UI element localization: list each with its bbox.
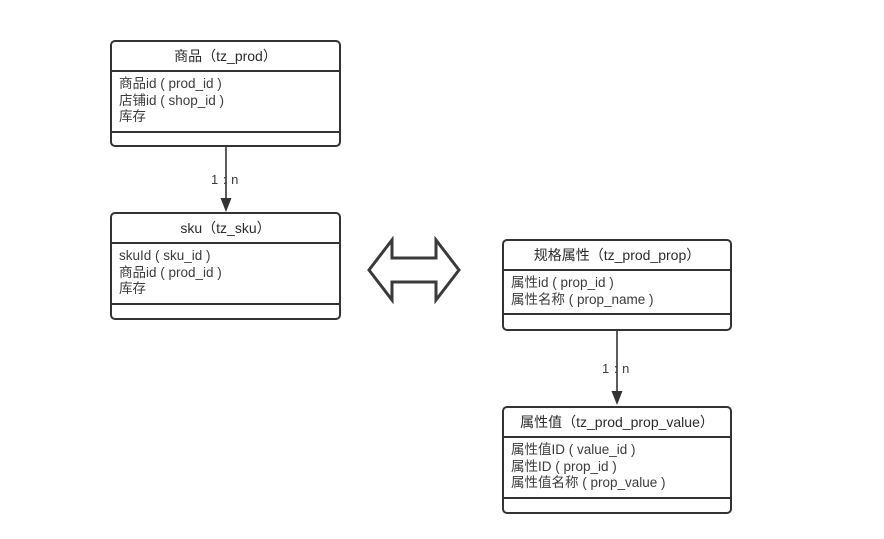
relationship-prop-to-prop-value: 1 : n xyxy=(601,331,641,406)
entity-header-tz-sku: sku（tz_sku） xyxy=(112,214,339,244)
relationship-label-prod-to-sku: 1 : n xyxy=(211,172,239,187)
entity-methods-tz-prod xyxy=(112,133,339,146)
attribute-row: 库存 xyxy=(119,109,146,124)
attribute-row: 店铺id ( shop_id ) xyxy=(119,92,225,108)
attribute-row: 属性值ID ( value_id ) xyxy=(511,442,636,457)
attribute-row: 商品id ( prod_id ) xyxy=(119,264,222,280)
entity-methods-tz-prod-prop xyxy=(504,315,730,329)
attribute-row: 属性id ( prop_id ) xyxy=(511,275,614,290)
attribute-row: 商品id ( prod_id ) xyxy=(119,76,222,91)
entity-header-tz-prod-prop: 规格属性（tz_prod_prop） xyxy=(504,241,730,271)
entity-attributes-tz-prod-prop-value: 属性值ID ( value_id ) 属性ID ( prop_id ) 属性值名… xyxy=(504,438,730,499)
arrowhead-icon xyxy=(220,198,232,212)
attribute-row: 属性ID ( prop_id ) xyxy=(511,458,617,474)
arrowhead-icon xyxy=(611,391,623,405)
relationship-label-prop-to-prop-value: 1 : n xyxy=(602,361,630,376)
relationship-prod-to-sku: 1 : n xyxy=(210,147,250,213)
entity-tz-prod-prop[interactable]: 规格属性（tz_prod_prop） 属性id ( prop_id ) 属性名称… xyxy=(502,239,732,331)
bidirectional-arrow-shape xyxy=(367,236,461,304)
entity-attributes-tz-prod: 商品id ( prod_id ) 店铺id ( shop_id ) 库存 xyxy=(112,72,339,133)
attribute-row: skuId ( sku_id ) xyxy=(119,248,211,263)
attribute-row: 属性名称 ( prop_name ) xyxy=(511,291,654,307)
entity-attributes-tz-sku: skuId ( sku_id ) 商品id ( prod_id ) 库存 xyxy=(112,244,339,305)
entity-methods-tz-sku xyxy=(112,305,339,319)
entity-methods-tz-prod-prop-value xyxy=(504,499,730,513)
attribute-row: 库存 xyxy=(119,281,146,296)
entity-tz-prod[interactable]: 商品（tz_prod） 商品id ( prod_id ) 店铺id ( shop… xyxy=(110,40,341,147)
bidirectional-arrow-icon xyxy=(366,236,462,304)
entity-tz-sku[interactable]: sku（tz_sku） skuId ( sku_id ) 商品id ( prod… xyxy=(110,212,341,320)
entity-attributes-tz-prod-prop: 属性id ( prop_id ) 属性名称 ( prop_name ) xyxy=(504,271,730,315)
entity-header-tz-prod: 商品（tz_prod） xyxy=(112,42,339,72)
attribute-row: 属性值名称 ( prop_value ) xyxy=(511,475,666,490)
entity-tz-prod-prop-value[interactable]: 属性值（tz_prod_prop_value） 属性值ID ( value_id… xyxy=(502,406,732,514)
entity-header-tz-prod-prop-value: 属性值（tz_prod_prop_value） xyxy=(504,408,730,438)
